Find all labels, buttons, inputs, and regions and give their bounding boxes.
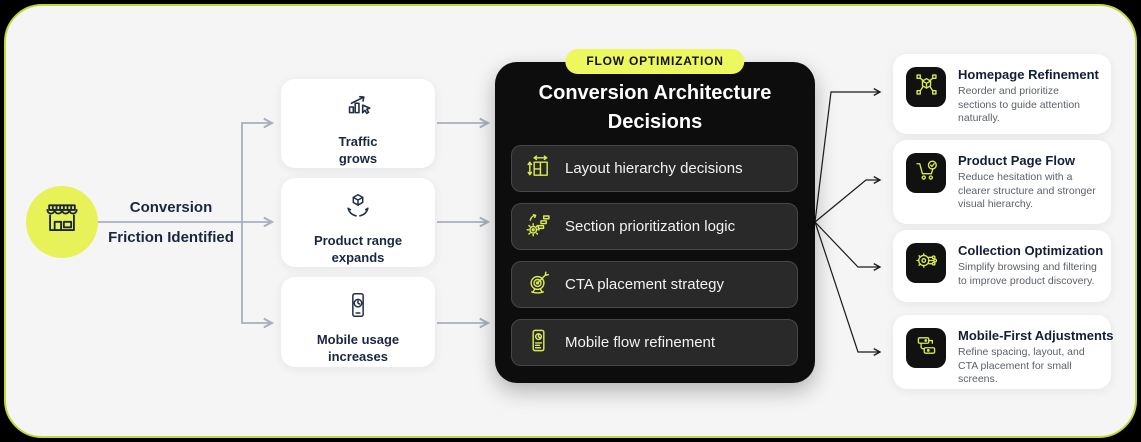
- outcome-card-collection-optimization: Collection Optimization Simplify browsin…: [893, 230, 1111, 302]
- hands-box-icon: [343, 191, 373, 226]
- source-label-line1: Conversion: [129, 199, 213, 216]
- decision-row-layout-hierarchy: Layout hierarchy decisions: [511, 145, 798, 192]
- gear-circuit-icon: [913, 247, 940, 279]
- driver-label-line1: Traffic: [338, 134, 378, 149]
- cart-check-icon: [913, 157, 940, 189]
- outcome-title: Collection Optimization: [958, 243, 1104, 258]
- driver-label-line1: Mobile usage: [316, 332, 400, 347]
- connector-source-to-driver-1: [241, 117, 275, 222]
- mobile-clock-icon: [343, 290, 373, 325]
- connector-panel-to-outcome-3: [814, 221, 882, 271]
- outcome-description: Reorder and prioritize sections to guide…: [958, 85, 1081, 125]
- outcome-title: Mobile-First Adjustments: [958, 328, 1114, 343]
- connected-blocks-icon: [913, 332, 940, 364]
- driver-label-line2: expands: [331, 249, 385, 265]
- decision-row-mobile-flow: Mobile flow refinement: [511, 319, 798, 366]
- gear-priority-icon: [525, 211, 552, 243]
- outcome-description: Simplify browsing and filtering to impro…: [958, 261, 1097, 287]
- driver-card-mobile-usage-increases: Mobile usage increases: [281, 277, 435, 367]
- decision-panel: FLOW OPTIMIZATION Conversion Architectur…: [495, 49, 815, 383]
- driver-card-traffic-grows: Traffic grows: [281, 79, 435, 168]
- mobile-chart-icon: [525, 327, 552, 359]
- driver-card-product-range-expands: Product range expands: [281, 178, 435, 267]
- driver-label-line2: grows: [338, 150, 378, 166]
- driver-label-line1: Product range: [313, 233, 403, 248]
- outcome-description: Reduce hesitation with a clearer structu…: [958, 171, 1096, 211]
- connector-panel-to-outcome-4: [814, 221, 882, 356]
- icon-box: [906, 67, 946, 107]
- storefront-icon: [40, 198, 84, 247]
- icon-box: [906, 243, 946, 283]
- panel-title: Conversion Architecture Decisions: [495, 79, 815, 137]
- decision-row-label: CTA placement strategy: [565, 276, 724, 293]
- panel-title-line1: Conversion Architecture: [538, 82, 772, 104]
- bar-chart-cursor-icon: [343, 92, 373, 127]
- decision-row-label: Layout hierarchy decisions: [565, 160, 743, 177]
- decision-row-label: Mobile flow refinement: [565, 334, 716, 351]
- connector-panel-to-outcome-1: [814, 88, 882, 223]
- icon-box: [906, 328, 946, 368]
- cube-network-icon: [913, 71, 940, 103]
- panel-title-line2: Decisions: [607, 111, 703, 133]
- target-dart-icon: [525, 269, 552, 301]
- flow-optimization-badge: FLOW OPTIMIZATION: [565, 49, 745, 74]
- icon-box: [906, 153, 946, 193]
- decision-row-section-prioritization: Section prioritization logic: [511, 203, 798, 250]
- decision-row-label: Section prioritization logic: [565, 218, 736, 235]
- decision-row-cta-placement: CTA placement strategy: [511, 261, 798, 308]
- connector-panel-to-outcome-2: [814, 176, 882, 223]
- source-label-line2: Friction Identified: [108, 229, 234, 246]
- outcome-title: Homepage Refinement: [958, 67, 1099, 82]
- driver-label-line2: increases: [327, 348, 388, 364]
- source-node: [26, 186, 98, 258]
- layout-measure-icon: [525, 153, 552, 185]
- outcome-description: Refine spacing, layout, and CTA placemen…: [958, 346, 1085, 386]
- outcome-card-homepage-refinement: Homepage Refinement Reorder and prioriti…: [893, 54, 1111, 134]
- connector-source-to-driver-3: [241, 222, 275, 329]
- outcome-card-product-page-flow: Product Page Flow Reduce hesitation with…: [893, 140, 1111, 224]
- outcome-card-mobile-first-adjustments: Mobile-First Adjustments Refine spacing,…: [893, 315, 1114, 389]
- outcome-title: Product Page Flow: [958, 153, 1076, 168]
